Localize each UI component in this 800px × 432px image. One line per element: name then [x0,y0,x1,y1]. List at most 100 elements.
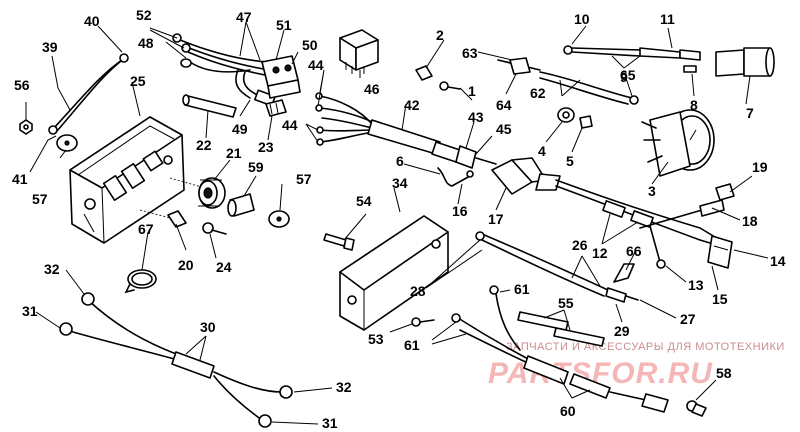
callout-57-right: 57 [296,171,312,187]
callout-27: 27 [680,311,696,327]
callout-31-right: 31 [322,415,338,431]
callout-4: 4 [538,143,546,159]
callout-17: 17 [488,211,504,227]
part-clip-2 [415,65,433,81]
part-harness-lower [451,285,707,417]
callout-66: 66 [626,243,642,259]
part-gauge-3 [641,109,715,177]
callout-53: 53 [368,331,384,347]
part-control-box [69,116,185,244]
part-ground-strap [48,53,129,135]
part-clamp-67 [124,269,157,294]
part-sleeve-55 [517,311,605,347]
callout-41: 41 [12,171,28,187]
part-plate-34 [339,215,449,331]
callout-51: 51 [276,17,292,33]
callout-32-left: 32 [44,261,60,277]
callout-26: 26 [572,237,588,253]
callout-57-left: 57 [32,191,48,207]
part-sleeve-22 [182,94,237,118]
callout-28: 28 [410,283,426,299]
callout-44-bottom: 44 [282,117,298,133]
callout-1: 1 [468,83,476,99]
part-connector-14 [707,235,733,269]
part-harness-top [172,33,276,107]
callout-46: 46 [364,81,380,97]
part-screw-1 [439,81,461,91]
callout-14: 14 [770,253,786,269]
callout-56: 56 [14,77,30,93]
part-socket-7 [715,47,775,77]
callout-13: 13 [688,277,704,293]
part-spacer-59 [227,193,255,217]
callout-32-right: 32 [336,379,352,395]
callout-65: 65 [620,67,636,83]
callout-11: 11 [660,11,675,27]
part-washer-57-left [56,134,78,152]
callout-31-left: 31 [22,303,38,319]
part-fuse-holder-63-64 [497,57,541,75]
callout-64: 64 [496,97,512,113]
callout-60: 60 [560,403,576,419]
callout-numbers: 1 2 3 4 5 6 7 8 9 10 11 12 13 14 15 16 1… [12,7,786,431]
part-nut-56 [19,119,33,135]
callout-61-bottom: 61 [404,337,420,353]
part-harness-gauge [555,179,721,269]
callout-5: 5 [566,153,574,169]
callout-8: 8 [690,97,698,113]
callout-58: 58 [716,365,732,381]
part-grommet-21 [198,177,226,209]
part-hook-6 [437,167,474,187]
callout-42: 42 [404,97,420,113]
callout-34: 34 [392,175,408,191]
callout-61-top: 61 [514,281,530,297]
callout-54: 54 [356,193,372,209]
callout-67: 67 [138,221,154,237]
watermark-caption: ЗАПЧАСТИ И АКСЕССУАРЫ ДЛЯ МОТОТЕХНИКИ [506,341,785,353]
callout-24: 24 [216,259,232,275]
part-lead-62-65 [539,71,639,105]
callout-62: 62 [530,85,546,101]
part-harness-main [315,92,497,169]
callout-9: 9 [620,69,628,85]
callout-44-top: 44 [308,57,324,73]
callout-25: 25 [130,73,146,89]
part-pin-8 [683,65,697,73]
callout-52: 52 [136,7,152,23]
leader-lines [25,21,769,425]
callout-16: 16 [452,203,468,219]
part-harness-26-28 [475,231,639,303]
callout-45: 45 [496,121,512,137]
part-plug-17 [491,157,561,195]
callout-43: 43 [468,109,484,125]
callout-40: 40 [84,13,100,29]
part-washer-57-right [268,210,290,228]
callout-2: 2 [436,27,444,43]
part-bolt-54 [323,233,355,251]
callout-39: 39 [42,39,58,55]
part-battery-cables [59,292,293,428]
part-screw-24 [202,222,227,235]
part-wire-9-10 [563,45,701,61]
callout-21: 21 [226,145,242,161]
part-bulb-4-5 [557,107,593,129]
callout-19: 19 [752,159,768,175]
part-clip-20 [167,210,187,228]
callout-47: 47 [236,9,252,25]
callout-18: 18 [742,213,758,229]
callout-23: 23 [258,139,274,155]
callout-3: 3 [648,183,656,199]
callout-49: 49 [232,121,248,137]
callout-15: 15 [712,291,728,307]
callout-59: 59 [248,159,264,175]
part-connector-50 [261,55,301,99]
callout-63: 63 [462,45,478,61]
part-block-23 [265,99,287,117]
callout-48: 48 [138,35,154,51]
callout-50: 50 [302,37,318,53]
callout-10: 10 [574,11,590,27]
callout-6: 6 [396,153,404,169]
callout-7: 7 [746,105,754,121]
callout-29: 29 [614,323,630,339]
